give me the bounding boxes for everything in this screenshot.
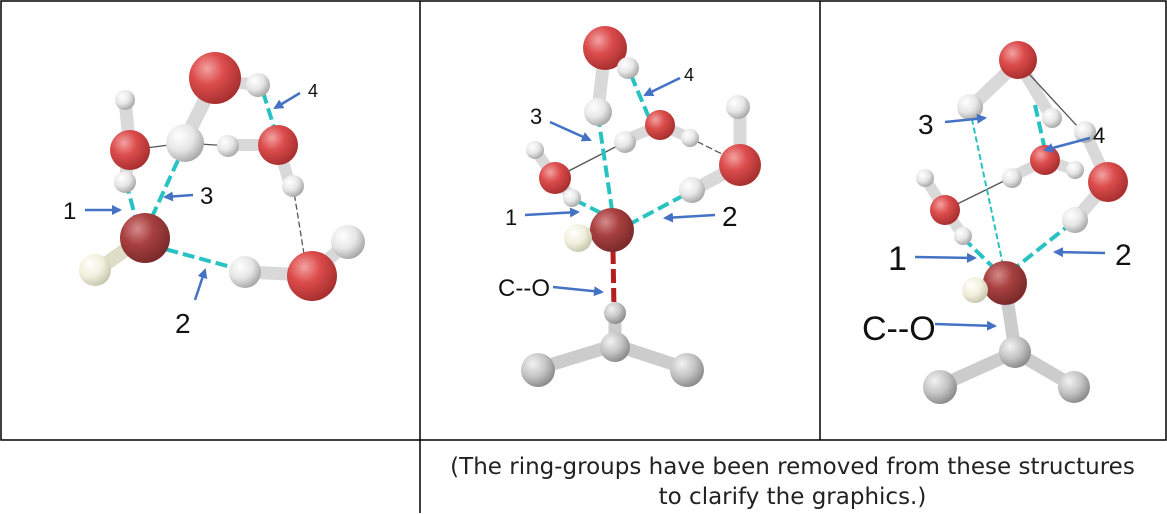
caption-line-1: (The ring-groups have been removed from … [450, 454, 1135, 480]
label-arrows [524, 76, 716, 297]
label-arrows [85, 91, 301, 301]
figure-caption: (The ring-groups have been removed from … [420, 452, 1165, 512]
label-3: 3 [918, 109, 934, 140]
label-4: 4 [1093, 123, 1105, 148]
structure-panel-3: 3 4 1 2 C--O [862, 41, 1132, 404]
label-3: 3 [200, 183, 213, 210]
label-arrows [914, 113, 1106, 331]
c-o-bond [610, 249, 617, 311]
label-4: 4 [684, 65, 694, 85]
label-2: 2 [1115, 239, 1132, 272]
label-1: 1 [505, 205, 517, 230]
label-c-o: C--O [862, 310, 936, 348]
weak-contacts [944, 61, 1091, 211]
label-2: 2 [722, 201, 738, 232]
label-4: 4 [308, 81, 318, 101]
label-1: 1 [63, 198, 76, 225]
label-3: 3 [530, 104, 542, 129]
label-c-o: C--O [498, 275, 550, 302]
atoms [79, 52, 365, 301]
structure-panel-2: 4 3 1 2 C--O [498, 26, 761, 387]
hydrogen-bonds [961, 104, 1075, 274]
atoms [521, 26, 761, 387]
label-2: 2 [175, 308, 191, 339]
caption-line-2: to clarify the graphics.) [658, 484, 927, 510]
atoms [916, 41, 1128, 404]
weak-contacts [554, 136, 741, 179]
label-1: 1 [888, 240, 907, 278]
structure-panel-1: 1 3 2 4 [63, 52, 365, 339]
covalent-bonds [529, 43, 747, 375]
